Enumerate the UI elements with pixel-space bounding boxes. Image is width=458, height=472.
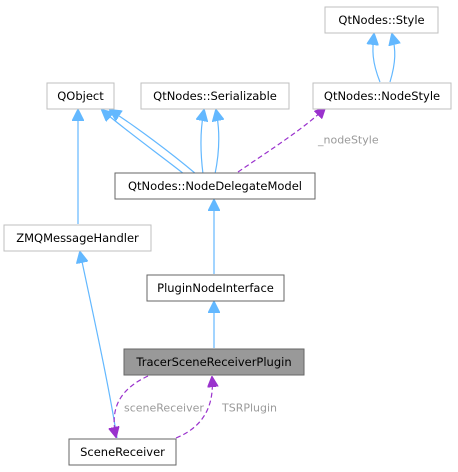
edge-model-to-serializable-2 xyxy=(215,110,219,175)
edges-usage xyxy=(114,108,325,438)
svg-text:QtNodes::Serializable: QtNodes::Serializable xyxy=(153,89,277,103)
svg-text:ZMQMessageHandler: ZMQMessageHandler xyxy=(16,231,139,245)
svg-text:QtNodes::NodeStyle: QtNodes::NodeStyle xyxy=(324,89,440,103)
svg-text:TracerSceneReceiverPlugin: TracerSceneReceiverPlugin xyxy=(135,355,291,369)
svg-text:QtNodes::NodeDelegateModel: QtNodes::NodeDelegateModel xyxy=(128,179,302,193)
edge-nodestyle-to-style-2 xyxy=(390,34,395,83)
edge-model-to-serializable-1 xyxy=(201,110,204,175)
edge-model-to-qobject-2 xyxy=(110,110,197,175)
edge-scenereceiver-to-zmq xyxy=(80,252,118,439)
edge-label-tsrplugin: TSRPlugin xyxy=(221,402,277,415)
svg-text:QObject: QObject xyxy=(57,89,104,103)
svg-text:QtNodes::Style: QtNodes::Style xyxy=(338,13,424,27)
node-nodestyle[interactable]: QtNodes::NodeStyle xyxy=(312,82,452,110)
edge-nodestyle-to-style-1 xyxy=(373,34,381,83)
node-tracerscenereceiverplugin[interactable]: TracerSceneReceiverPlugin xyxy=(123,348,305,376)
node-zmqmessagehandler[interactable]: ZMQMessageHandler xyxy=(3,224,152,252)
edges-inheritance xyxy=(78,34,395,439)
edge-tsrplugin-usage xyxy=(175,377,212,439)
edge-scenereceiver-usage xyxy=(114,375,149,437)
node-pluginnodeinterface[interactable]: PluginNodeInterface xyxy=(146,274,285,302)
node-serializable[interactable]: QtNodes::Serializable xyxy=(140,82,290,110)
edge-model-to-qobject-1 xyxy=(102,110,185,175)
svg-text:SceneReceiver: SceneReceiver xyxy=(80,445,165,459)
edge-label-scenereceiver: sceneReceiver xyxy=(124,402,204,415)
svg-text:PluginNodeInterface: PluginNodeInterface xyxy=(157,281,274,295)
edge-label-nodestyle: _nodeStyle xyxy=(317,134,379,147)
node-scenereceiver[interactable]: SceneReceiver xyxy=(68,438,177,466)
edge-labels: _nodeStyle sceneReceiver TSRPlugin xyxy=(124,134,379,415)
node-qobject[interactable]: QObject xyxy=(46,82,115,110)
node-nodedelegatemodel[interactable]: QtNodes::NodeDelegateModel xyxy=(114,172,316,200)
node-style[interactable]: QtNodes::Style xyxy=(324,6,439,34)
edge-nodestyle-usage xyxy=(237,108,325,173)
